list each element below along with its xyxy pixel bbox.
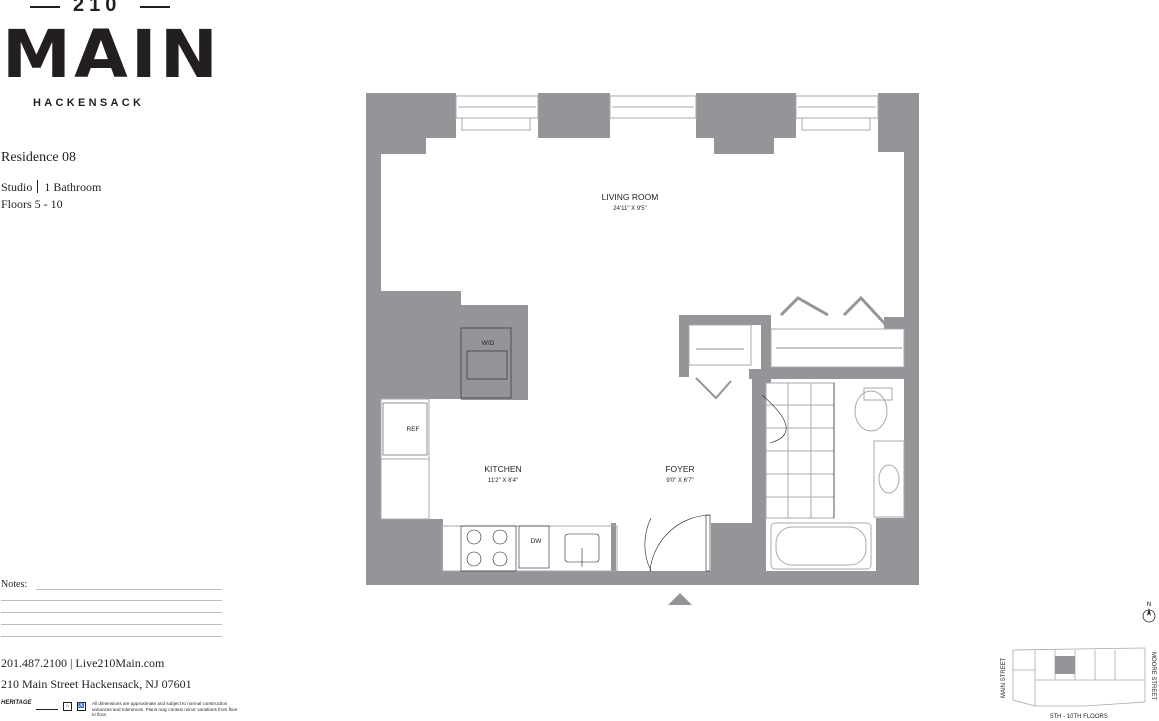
foyer-dims: 9'0" X 6'7" [666, 478, 693, 484]
equal-housing-icon: ⌂ [63, 702, 72, 711]
walls [366, 93, 919, 585]
logo-number-text: 210 [73, 0, 122, 16]
key-plan-unit-highlight [1055, 656, 1075, 674]
accessibility-icon: ♿ [77, 702, 86, 711]
floor-plan: LIVING ROOM 24'11" X 9'5" KITCHEN 11'2" … [366, 93, 919, 605]
contact-address: 210 Main Street Hackensack, NJ 07601 [1, 677, 192, 691]
compass-label: N [1147, 602, 1151, 608]
sink-basin [878, 464, 900, 494]
divider [37, 180, 39, 193]
windows [455, 95, 879, 131]
developer-logo: HERITAGE [1, 700, 32, 706]
dishwasher [518, 525, 550, 569]
key-plan-building [1012, 647, 1146, 707]
stove [460, 525, 517, 572]
logo-city: HACKENSACK [33, 97, 145, 109]
notes-label: Notes: [1, 579, 28, 590]
residence-floors: Floors 5 - 10 [1, 197, 63, 211]
washer-dryer-label: W/D [482, 340, 495, 347]
key-plan-floors: 5TH - 10TH FLOORS [1050, 714, 1108, 720]
foyer-label: FOYER [665, 464, 694, 474]
kitchen-dims: 11'2" X 8'4" [488, 478, 518, 484]
living-room-label: LIVING ROOM [602, 192, 659, 202]
kitchen-label: KITCHEN [484, 464, 521, 474]
refrigerator [380, 398, 430, 460]
dishwasher-label: DW [531, 538, 543, 545]
residence-type: Studio [1, 180, 33, 194]
partner-logo [36, 703, 58, 710]
bathtub [775, 526, 867, 566]
logo-name: MAIN [2, 16, 221, 93]
closets [688, 295, 905, 400]
key-plan-street-left: MAIN STREET [1001, 657, 1007, 698]
logo-rule-left [30, 6, 60, 8]
note-line [1, 624, 222, 625]
logo-number: 210 [30, 0, 170, 18]
disclaimer: All dimensions are approximate and subje… [92, 701, 238, 717]
key-plan-street-right: MOORE STREET [1150, 652, 1156, 700]
washer-dryer [460, 327, 512, 399]
logo-rule-right [140, 6, 170, 8]
entry-door [644, 514, 711, 572]
toilet [854, 390, 888, 432]
note-line [1, 600, 222, 601]
residence-title: Residence 08 [1, 150, 77, 165]
key-plan: MAIN STREET MOORE STREET 5TH - 10TH FLOO… [1001, 647, 1156, 720]
note-line [1, 612, 222, 613]
refrigerator-label: REF [407, 426, 420, 433]
note-line [36, 589, 222, 590]
kitchen-fixtures [380, 327, 618, 572]
bathroom-fixtures [761, 382, 905, 570]
north-arrow-icon: N [1142, 602, 1156, 623]
residence-type-line: Studio 1 Bathroom [1, 180, 101, 195]
residence-bath: 1 Bathroom [44, 180, 102, 194]
contact-phone-web: 201.487.2100 | Live210Main.com [1, 656, 165, 670]
living-room-dims: 24'11" X 9'5" [613, 206, 646, 212]
note-line [1, 636, 222, 637]
entry-arrow-icon [668, 593, 692, 605]
